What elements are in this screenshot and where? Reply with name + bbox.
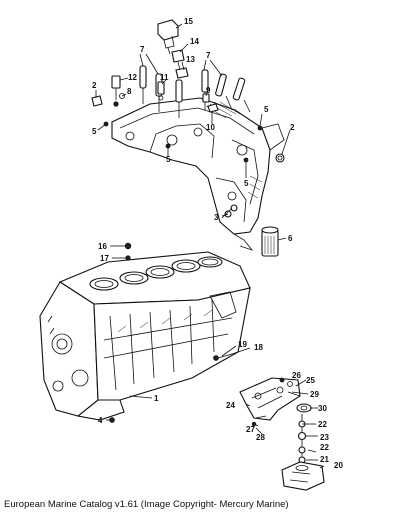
- callout-22-bottom: 22: [320, 443, 329, 452]
- bolt-4: [109, 417, 115, 423]
- callout-30: 30: [318, 404, 327, 413]
- plug-2-right: [275, 153, 285, 163]
- callout-13: 13: [186, 55, 195, 64]
- plug-11: [157, 81, 165, 101]
- callout-7-right: 7: [206, 51, 211, 60]
- callout-19: 19: [238, 340, 247, 349]
- callout-5-left: 5: [92, 127, 97, 136]
- callout-15: 15: [184, 17, 193, 26]
- callout-5-right-top: 5: [264, 105, 269, 114]
- injector-nozzle: [139, 65, 147, 104]
- washer-25: [287, 381, 293, 387]
- callout-12: 12: [128, 73, 137, 82]
- glow-plug-12: [111, 75, 121, 107]
- washer-17: [125, 255, 131, 261]
- washer-8: [119, 93, 125, 99]
- callout-4: 4: [98, 416, 103, 425]
- pressure-sender: [157, 19, 179, 55]
- callout-29: 29: [310, 390, 319, 399]
- bolt-5: [243, 157, 249, 163]
- injector-nozzle: [232, 77, 251, 113]
- plug-19: [213, 353, 233, 361]
- bolt-5: [257, 125, 263, 131]
- callout-25: 25: [306, 376, 315, 385]
- callout-labels: 15 14 13 7 7 12 2 8 11 9 10 5 5 5 2 5 3 …: [92, 17, 343, 470]
- callout-1: 1: [154, 394, 159, 403]
- engine-mount-bracket: [239, 377, 301, 421]
- callout-27: 27: [246, 425, 255, 434]
- callout-18: 18: [254, 343, 263, 352]
- callout-2-left: 2: [92, 81, 97, 90]
- callout-6: 6: [288, 234, 293, 243]
- injector-nozzle: [175, 79, 183, 118]
- callout-5-right: 5: [244, 179, 249, 188]
- callout-9: 9: [206, 86, 211, 95]
- callout-5-center: 5: [166, 155, 171, 164]
- callout-8: 8: [127, 87, 132, 96]
- callout-26: 26: [292, 371, 301, 380]
- callout-20: 20: [334, 461, 343, 470]
- plug-9: [202, 93, 210, 103]
- callout-7-left: 7: [140, 45, 145, 54]
- callout-2-right: 2: [290, 123, 295, 132]
- plug-2-left: [91, 95, 103, 107]
- callout-10: 10: [206, 123, 215, 132]
- cylinder-head-assembly: [111, 97, 285, 251]
- cylinder-block: [39, 251, 251, 421]
- bolt-26: [279, 377, 285, 383]
- oil-filter: [261, 226, 279, 257]
- callout-28: 28: [256, 433, 265, 442]
- leader-lines: [95, 23, 325, 469]
- mount-stud: [297, 414, 307, 470]
- callout-11: 11: [160, 73, 169, 82]
- callout-21: 21: [320, 455, 329, 464]
- image-caption: European Marine Catalog v1.61 (Image Cop…: [4, 499, 289, 510]
- sender-adapter: [171, 49, 185, 71]
- callout-3: 3: [214, 213, 219, 222]
- bolt-29: [287, 391, 301, 397]
- engine-mount-20: [281, 461, 325, 491]
- callout-23: 23: [320, 433, 329, 442]
- callout-14: 14: [190, 37, 199, 46]
- mount-bushing-30: [296, 403, 312, 413]
- fitting-13: [175, 67, 189, 79]
- callout-17: 17: [100, 254, 109, 263]
- callout-22-top: 22: [318, 420, 327, 429]
- plugs-3: [224, 204, 238, 218]
- exploded-parts-diagram: 15 14 13 7 7 12 2 8 11 9 10 5 5 5 2 5 3 …: [39, 17, 343, 491]
- plug-16: [124, 242, 132, 250]
- callout-16: 16: [98, 242, 107, 251]
- injector-nozzle: [215, 73, 233, 111]
- plug-10: [207, 103, 219, 113]
- callout-24: 24: [226, 401, 235, 410]
